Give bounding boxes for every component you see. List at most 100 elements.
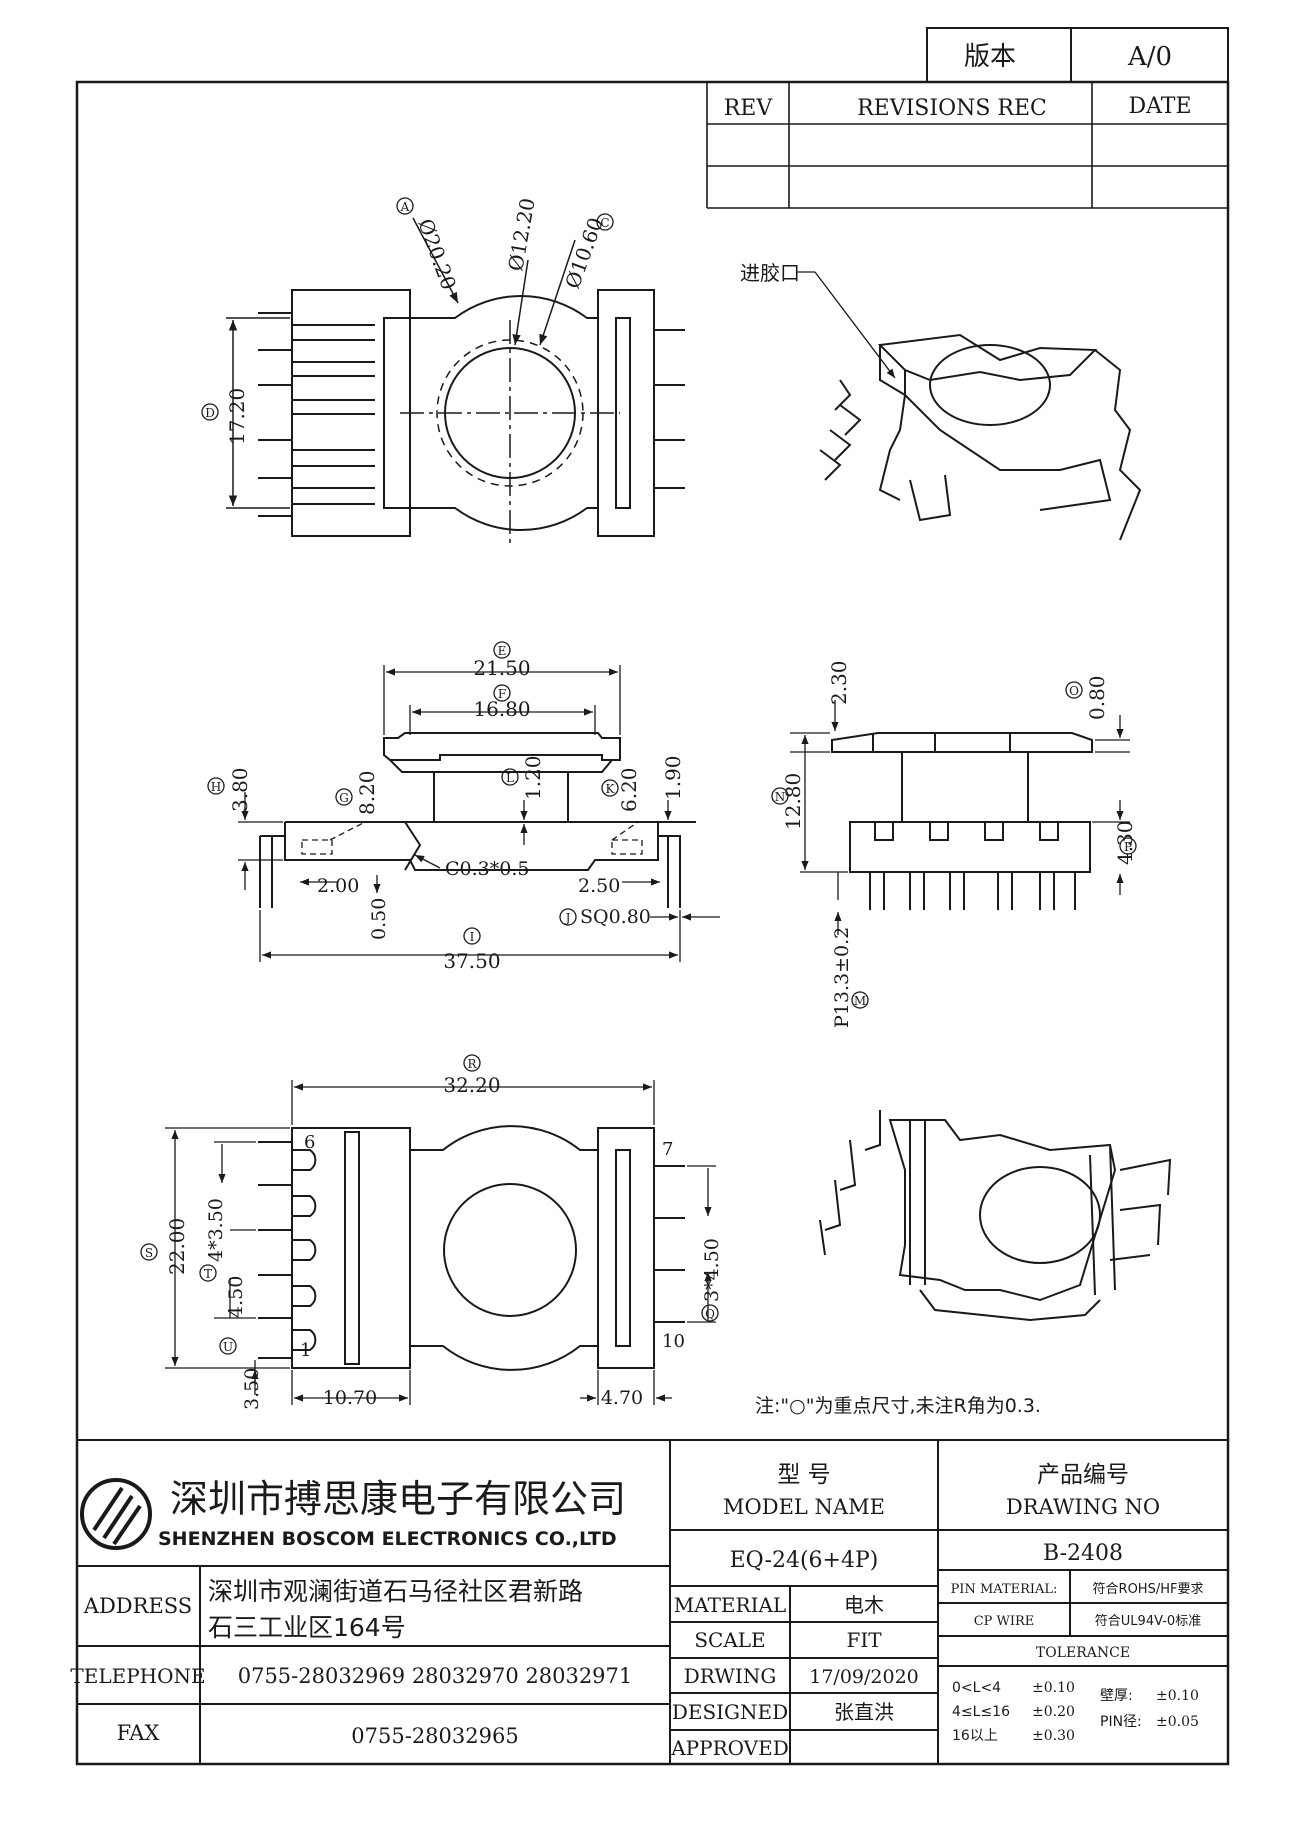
address-line-1: 深圳市观澜街道石马径社区君新路 xyxy=(208,1577,583,1606)
cp-wire-value: 符合UL94V-0标准 xyxy=(1095,1613,1201,1629)
dim-h: 3.80 xyxy=(228,767,252,812)
marker-m: M xyxy=(854,994,866,1008)
scale-label: SCALE xyxy=(694,1628,765,1652)
marker-k: K xyxy=(606,782,616,796)
title-block-grid xyxy=(77,1439,1228,1764)
dim-q: 3*4.50 xyxy=(701,1238,723,1302)
pin-dia-value: ±0.05 xyxy=(1156,1714,1199,1730)
tol-value-3: ±0.30 xyxy=(1032,1728,1075,1744)
dim-m: P13.3±0.2 xyxy=(831,927,853,1028)
marker-r: R xyxy=(467,1057,477,1071)
marker-f: F xyxy=(498,687,506,701)
version-label: 版本 xyxy=(964,42,1016,72)
model-name-en: MODEL NAME xyxy=(723,1495,885,1519)
bottom-view xyxy=(258,1125,685,1371)
dim-u: 4.50 xyxy=(225,1276,247,1318)
iso-view-bottom xyxy=(819,1110,1172,1322)
fax-value: 0755-28032965 xyxy=(351,1724,518,1748)
drwing-value: 17/09/2020 xyxy=(809,1666,919,1688)
address-label: ADDRESS xyxy=(83,1594,192,1618)
front-view-markers xyxy=(207,641,619,945)
marker-g: G xyxy=(339,791,349,805)
marker-u: U xyxy=(223,1340,233,1354)
marker-n: N xyxy=(775,790,786,804)
dim-e: 21.50 xyxy=(473,656,530,680)
front-view xyxy=(259,732,696,908)
dim-s: 22.00 xyxy=(165,1218,189,1275)
top-view xyxy=(258,289,685,537)
company-logo xyxy=(80,1478,152,1550)
dim-side-top: 2.30 xyxy=(827,660,851,705)
dim-a: Ø20.20 xyxy=(413,216,461,293)
marker-h: H xyxy=(211,780,221,794)
company-name-en: SHENZHEN BOSCOM ELECTRONICS CO.,LTD xyxy=(158,1528,617,1550)
marker-t: T xyxy=(204,1267,212,1281)
dim-j: SQ0.80 xyxy=(580,906,651,928)
pin-material-value: 符合ROHS/HF要求 xyxy=(1093,1581,1204,1597)
dim-p: 4.30 xyxy=(1113,820,1137,865)
designed-label: DESIGNED xyxy=(672,1700,788,1724)
address-line-2: 石三工业区164号 xyxy=(208,1613,406,1642)
date-header: DATE xyxy=(1128,94,1191,119)
tol-range-3: 16以上 xyxy=(952,1728,998,1744)
pin-6-label: 6 xyxy=(304,1132,315,1153)
marker-e: E xyxy=(498,644,507,658)
dim-i: 37.50 xyxy=(443,949,500,973)
wall-label: 壁厚: xyxy=(1100,1688,1133,1704)
model-value: EQ-24(6+4P) xyxy=(730,1548,879,1573)
drawing-value: B-2408 xyxy=(1043,1541,1123,1566)
dim-bottom: 0.50 xyxy=(368,898,390,940)
marker-d: D xyxy=(205,406,215,420)
dim-right: 2.50 xyxy=(578,875,620,897)
bottom-view-markers xyxy=(140,1054,719,1355)
telephone-label: TELEPHONE xyxy=(70,1664,205,1688)
marker-q: Q xyxy=(705,1307,715,1321)
dim-bottom-left: 10.70 xyxy=(323,1387,377,1409)
material-label: MATERIAL xyxy=(674,1593,786,1617)
dim-left: 2.00 xyxy=(317,875,359,897)
designed-value: 张直洪 xyxy=(834,1700,894,1724)
dim-l: 1.20 xyxy=(521,755,545,800)
pin-10-label: 10 xyxy=(662,1331,685,1352)
dim-c: Ø10.60 xyxy=(560,214,608,291)
side-view xyxy=(831,732,1093,910)
approved-label: APPROVED xyxy=(670,1736,789,1760)
drawing-no-cn: 产品编号 xyxy=(1037,1462,1129,1488)
telephone-value: 0755-28032969 28032970 28032971 xyxy=(238,1664,633,1688)
drawing-note: 注:"○"为重点尺寸,未注R角为0.3. xyxy=(755,1395,1041,1417)
wall-value: ±0.10 xyxy=(1156,1688,1199,1704)
revisions-rec-header: REVISIONS REC xyxy=(857,96,1047,121)
pin-material-label: PIN MATERIAL: xyxy=(951,1582,1058,1597)
dim-r: 32.20 xyxy=(443,1073,500,1097)
marker-a: A xyxy=(400,200,410,214)
gate-label: 进胶口 xyxy=(740,261,800,285)
tol-range-2: 4≤L≤16 xyxy=(952,1704,1010,1720)
company-name-cn: 深圳市搏思康电子有限公司 xyxy=(170,1477,626,1521)
version-value: A/0 xyxy=(1127,42,1172,72)
iso-view-top xyxy=(819,333,1142,541)
dim-g: 8.20 xyxy=(355,770,379,815)
dim-bottom-right: 4.70 xyxy=(601,1387,643,1409)
tol-value-1: ±0.10 xyxy=(1032,1680,1075,1696)
dim-o: 0.80 xyxy=(1085,675,1109,720)
marker-l: L xyxy=(506,771,514,785)
revisions-table xyxy=(706,82,1228,209)
cp-wire-label: CP WIRE xyxy=(974,1614,1035,1629)
marker-c: C xyxy=(600,216,609,230)
dim-d: 17.20 xyxy=(225,388,249,445)
drwing-label: DRWING xyxy=(684,1664,777,1688)
fax-label: FAX xyxy=(117,1721,160,1745)
dim-t: 4*3.50 xyxy=(205,1198,227,1262)
pin-1-label: 1 xyxy=(300,1340,311,1361)
dim-u2: 3.50 xyxy=(241,1368,263,1410)
version-box xyxy=(926,27,1229,83)
material-value: 电木 xyxy=(844,1593,884,1617)
dim-k: 6.20 xyxy=(617,767,641,812)
drawing-no-en: DRAWING NO xyxy=(1006,1495,1160,1519)
scale-value: FIT xyxy=(846,1628,882,1652)
model-name-cn: 型 号 xyxy=(777,1462,830,1488)
top-view-markers xyxy=(201,197,614,421)
marker-s: S xyxy=(145,1246,153,1260)
dim-n: 12.80 xyxy=(781,773,805,830)
